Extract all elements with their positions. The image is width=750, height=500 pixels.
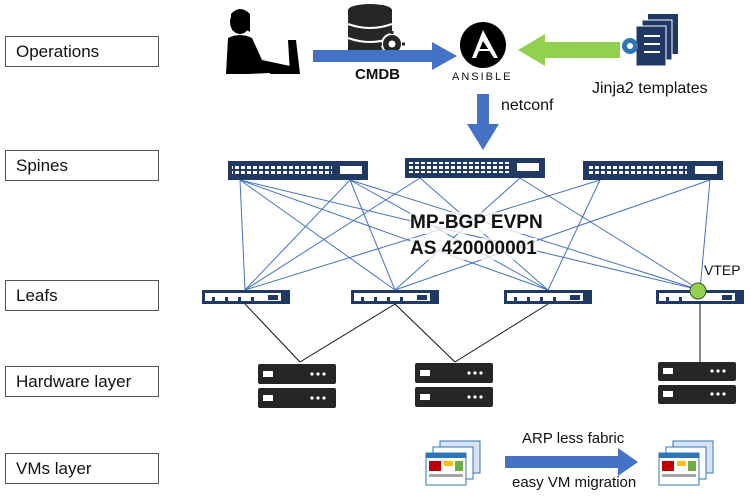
vm-migration-arrow xyxy=(505,448,638,476)
layer-box-leafs: Leafs xyxy=(5,280,159,311)
server-links xyxy=(244,303,701,363)
server-stack xyxy=(658,362,736,404)
vm-window-stack-icon xyxy=(425,440,481,486)
server-stack xyxy=(415,363,493,407)
netconf-arrow xyxy=(467,94,499,150)
layer-box-operations: Operations xyxy=(5,36,159,67)
layer-box-spines: Spines xyxy=(5,150,159,181)
server-stack xyxy=(258,364,336,408)
spine-switch xyxy=(583,161,723,180)
jinja2-template-document-icon xyxy=(622,14,678,67)
ansible-label: ANSIBLE xyxy=(452,71,513,83)
ansible-logo-icon xyxy=(460,22,506,68)
layer-label: Operations xyxy=(16,41,100,61)
leaf-switch xyxy=(351,290,439,304)
easy-vm-migration-label: easy VM migration xyxy=(512,474,637,491)
layer-label: Spines xyxy=(16,155,68,175)
netconf-label: netconf xyxy=(501,97,554,114)
layer-label: Hardware layer xyxy=(16,371,132,391)
vtep-label: VTEP xyxy=(704,262,741,278)
leaf-switch xyxy=(504,290,592,304)
vtep-indicator-icon xyxy=(689,282,707,300)
fabric-protocol-label: MP-BGP EVPN xyxy=(410,212,543,234)
layer-box-vms: VMs layer xyxy=(5,453,159,484)
templates-to-ansible-arrow xyxy=(518,34,620,66)
fabric-as-number-label: AS 420000001 xyxy=(410,238,537,260)
layer-label: VMs layer xyxy=(16,458,92,478)
layer-label: Leafs xyxy=(16,285,58,305)
vm-window-stack-icon xyxy=(658,440,714,486)
layer-box-hardware: Hardware layer xyxy=(5,366,159,397)
arp-less-fabric-label: ARP less fabric xyxy=(522,430,625,447)
cmdb-label: CMDB xyxy=(355,66,400,83)
jinja2-templates-label: Jinja2 templates xyxy=(592,80,708,97)
leaf-switch xyxy=(202,290,290,304)
fabric-links xyxy=(239,177,711,291)
spine-switch xyxy=(405,158,545,178)
spine-switch xyxy=(228,161,368,180)
cmdb-database-gear-icon xyxy=(347,4,405,57)
operator-at-laptop-icon xyxy=(226,9,300,74)
cmdb-to-ansible-arrow xyxy=(313,42,457,70)
